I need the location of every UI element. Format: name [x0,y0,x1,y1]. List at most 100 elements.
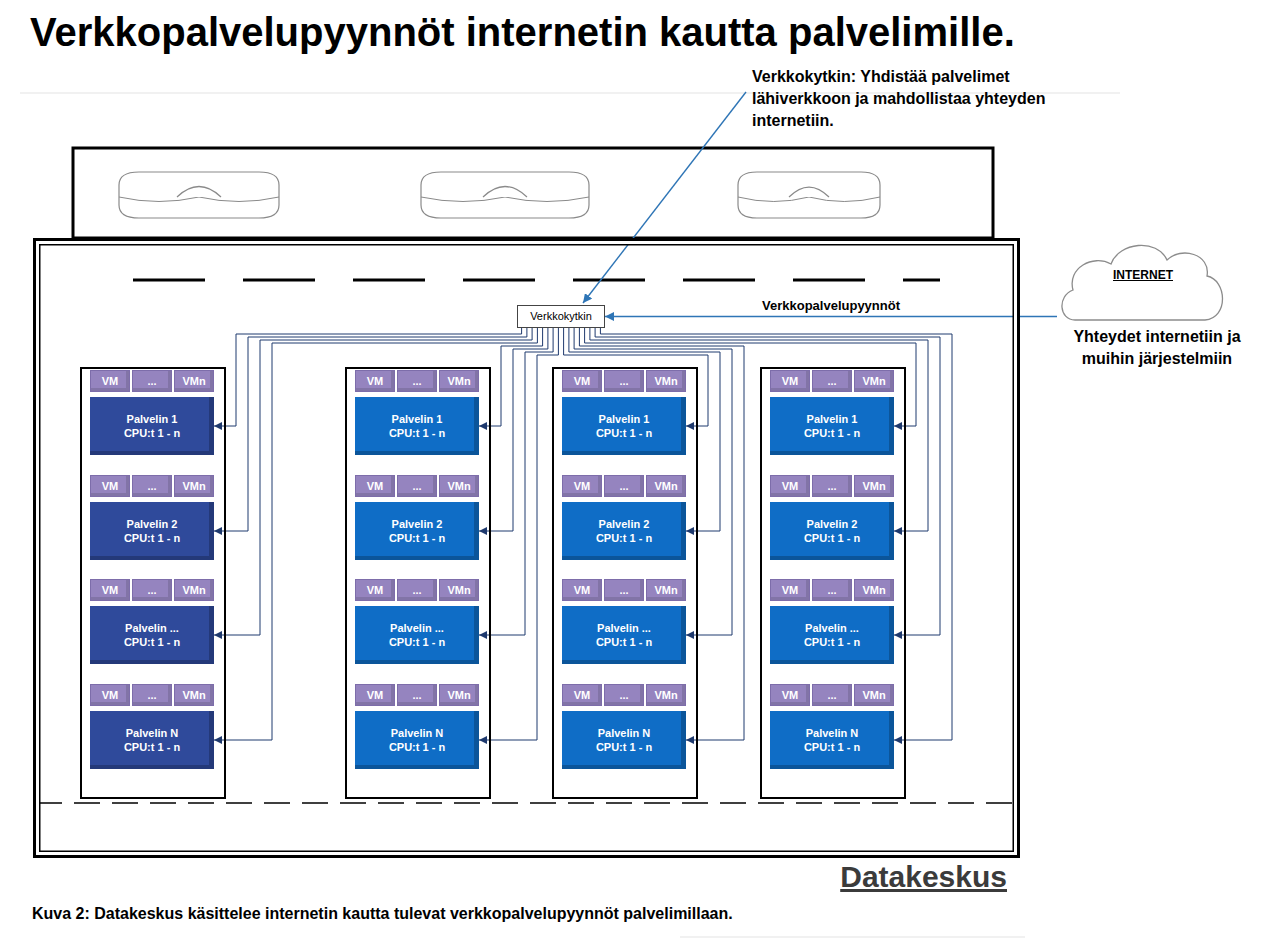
vm-label: VM [102,375,119,388]
cloud-shape [1062,245,1223,320]
vm-label: VM [367,584,384,597]
vm-label: VMn [654,584,677,597]
vm-box: VM [90,475,130,497]
vm-label: VMn [447,375,470,388]
server-label: CPU:t 1 - n [596,531,652,545]
server-label: Palvelin 2 [807,517,858,531]
cloud-label: Yhteydet internetiin ja muihin järjestel… [1057,326,1257,370]
vm-label: VMn [862,480,885,493]
vm-box: ... [132,579,172,601]
vm-label: VM [367,480,384,493]
vm-box: VMn [439,579,479,601]
vm-box: ... [604,475,644,497]
server-label: CPU:t 1 - n [389,426,445,440]
vm-label: VMn [447,480,470,493]
vm-box: VMn [439,684,479,706]
vm-box: VM [562,475,602,497]
vm-label: VM [782,480,799,493]
vm-label: ... [147,584,156,597]
dashed-line [36,802,1017,804]
fan-dome [789,187,829,197]
vm-label: VMn [182,375,205,388]
vm-box: ... [397,370,437,392]
server-label: CPU:t 1 - n [124,426,180,440]
server-box: Palvelin 1CPU:t 1 - n [355,397,479,455]
vm-label: VM [102,584,119,597]
vm-label: ... [147,480,156,493]
vm-box: ... [132,684,172,706]
server-label: Palvelin 1 [599,412,650,426]
vm-label: ... [827,689,836,702]
vm-label: VMn [447,689,470,702]
vm-box: VMn [174,370,214,392]
vm-box: VMn [646,684,686,706]
server-label: Palvelin 1 [807,412,858,426]
vm-label: ... [827,375,836,388]
vm-label: ... [619,480,628,493]
server-box: Palvelin NCPU:t 1 - n [90,711,214,769]
vm-box: VMn [854,370,894,392]
vm-box: VM [770,684,810,706]
vm-box: VM [355,684,395,706]
vm-label: VM [102,480,119,493]
vm-box: VM [562,579,602,601]
server-box: Palvelin 1CPU:t 1 - n [562,397,686,455]
vm-label: VM [782,689,799,702]
vm-label: VM [782,584,799,597]
server-box: Palvelin 2CPU:t 1 - n [770,502,894,560]
vm-label: ... [412,480,421,493]
connector [605,316,1057,317]
server-box: Palvelin 2CPU:t 1 - n [355,502,479,560]
vm-box: ... [604,579,644,601]
vm-label: ... [619,375,628,388]
vm-label: VMn [182,480,205,493]
callout-text: Verkkokytkin: Yhdistää palvelimet lähive… [752,66,1067,132]
server-label: Palvelin N [126,726,179,740]
datacenter-building: DatakeskusVerkkokytkinVM...VMnPalvelin 1… [33,238,1020,858]
server-label: Palvelin ... [805,621,859,635]
server-label: Palvelin 1 [392,412,443,426]
internet-cloud: INTERNET Yhteydet internetiin ja muihin j… [1057,232,1257,372]
vm-box: VM [90,684,130,706]
vm-box: ... [132,370,172,392]
vm-box: VM [355,475,395,497]
server-label: Palvelin 1 [127,412,178,426]
server-label: CPU:t 1 - n [389,531,445,545]
roof-fan [119,172,279,218]
server-label: Palvelin ... [125,621,179,635]
vm-label: ... [827,584,836,597]
server-box: Palvelin ...CPU:t 1 - n [355,606,479,664]
server-label: CPU:t 1 - n [596,740,652,754]
vm-box: VMn [174,684,214,706]
fan-line [738,197,880,202]
caption-rule [680,937,1025,938]
vm-label: ... [619,584,628,597]
building-heading: Datakeskus [840,859,1007,895]
vm-box: VM [770,579,810,601]
fan-body [119,172,279,218]
server-label: CPU:t 1 - n [804,531,860,545]
cloud-label: INTERNET [1057,268,1229,282]
vm-box: VMn [854,684,894,706]
vm-box: VMn [646,579,686,601]
vm-box: VM [355,370,395,392]
server-box: Palvelin 1CPU:t 1 - n [90,397,214,455]
vm-label: ... [412,689,421,702]
vm-box: VMn [439,370,479,392]
server-label: Palvelin 2 [127,517,178,531]
server-rack: VM...VMnPalvelin 1CPU:t 1 - nVM...VMnPal… [80,367,226,799]
server-label: CPU:t 1 - n [596,426,652,440]
vm-label: VM [782,375,799,388]
vm-box: ... [812,370,852,392]
connector [214,328,537,740]
connector [590,328,928,531]
vm-label: VMn [447,584,470,597]
connector [214,328,532,635]
vm-label: ... [147,375,156,388]
dashed-line [133,279,940,282]
vm-label: VM [574,480,591,493]
server-label: CPU:t 1 - n [124,531,180,545]
vm-box: ... [132,475,172,497]
server-box: Palvelin ...CPU:t 1 - n [562,606,686,664]
vm-label: VM [102,689,119,702]
